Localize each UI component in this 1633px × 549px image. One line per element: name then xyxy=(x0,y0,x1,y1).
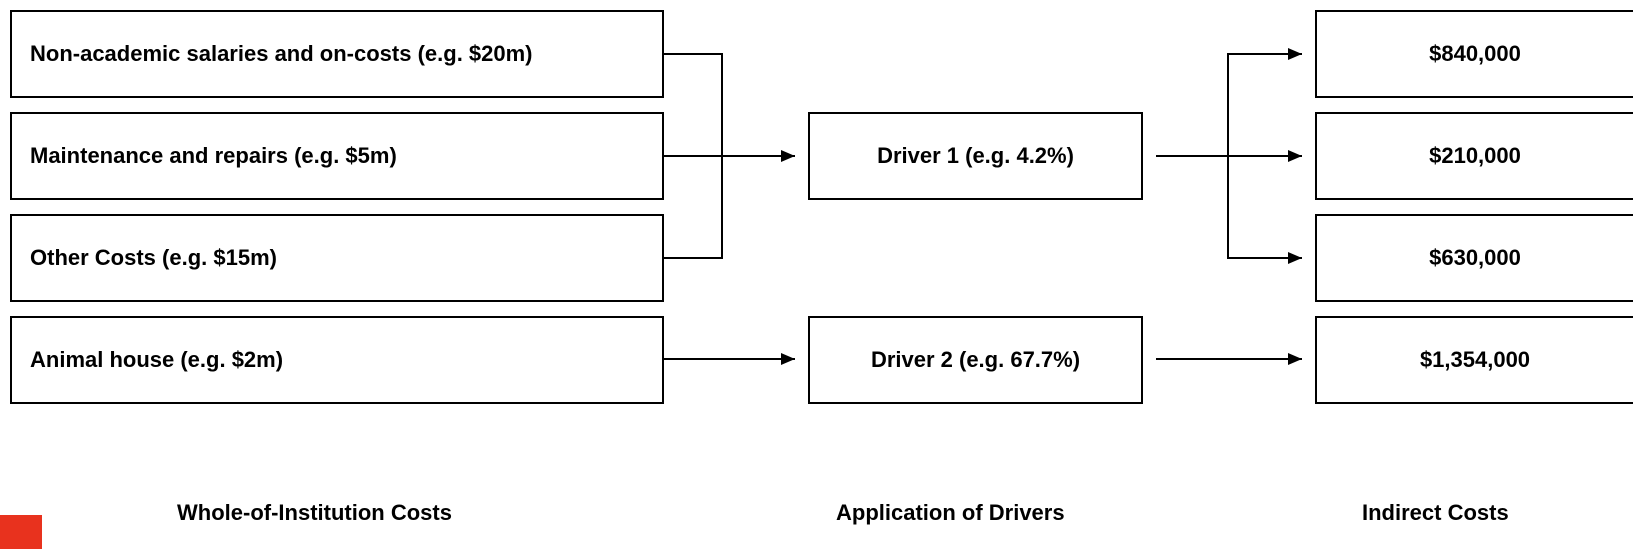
driver-box-1: Driver 1 (e.g. 4.2%) xyxy=(808,112,1143,200)
cost-box-label: Non-academic salaries and on-costs (e.g.… xyxy=(30,41,533,66)
driver-box-label: Driver 1 (e.g. 4.2%) xyxy=(877,143,1074,168)
indirect-cost-value: $840,000 xyxy=(1429,41,1521,66)
indirect-cost-box-4: $1,354,000 xyxy=(1315,316,1633,404)
indirect-cost-value: $1,354,000 xyxy=(1419,347,1531,372)
cost-box-label: Other Costs (e.g. $15m) xyxy=(30,245,277,270)
indirect-cost-value: $630,000 xyxy=(1429,245,1521,270)
indirect-cost-box-2: $210,000 xyxy=(1315,112,1633,200)
corner-accent-mark xyxy=(0,515,42,549)
cost-box-maintenance: Maintenance and repairs (e.g. $5m) xyxy=(10,112,664,200)
cost-box-other-costs: Other Costs (e.g. $15m) xyxy=(10,214,664,302)
driver-box-label: Driver 2 (e.g. 67.7%) xyxy=(870,347,1081,372)
cost-box-label: Animal house (e.g. $2m) xyxy=(30,347,284,372)
cost-box-label: Maintenance and repairs (e.g. $5m) xyxy=(30,143,397,168)
indirect-cost-box-3: $630,000 xyxy=(1315,214,1633,302)
cost-box-animal-house: Animal house (e.g. $2m) xyxy=(10,316,664,404)
driver-box-2: Driver 2 (e.g. 67.7%) xyxy=(808,316,1143,404)
cost-box-salaries: Non-academic salaries and on-costs (e.g.… xyxy=(10,10,664,98)
column-label-indirect-costs: Indirect Costs xyxy=(1362,500,1509,525)
indirect-cost-value: $210,000 xyxy=(1429,143,1521,168)
indirect-cost-box-1: $840,000 xyxy=(1315,10,1633,98)
column-label-application-of-drivers: Application of Drivers xyxy=(836,500,1065,525)
column-label-whole-of-institution: Whole-of-Institution Costs xyxy=(177,500,452,525)
